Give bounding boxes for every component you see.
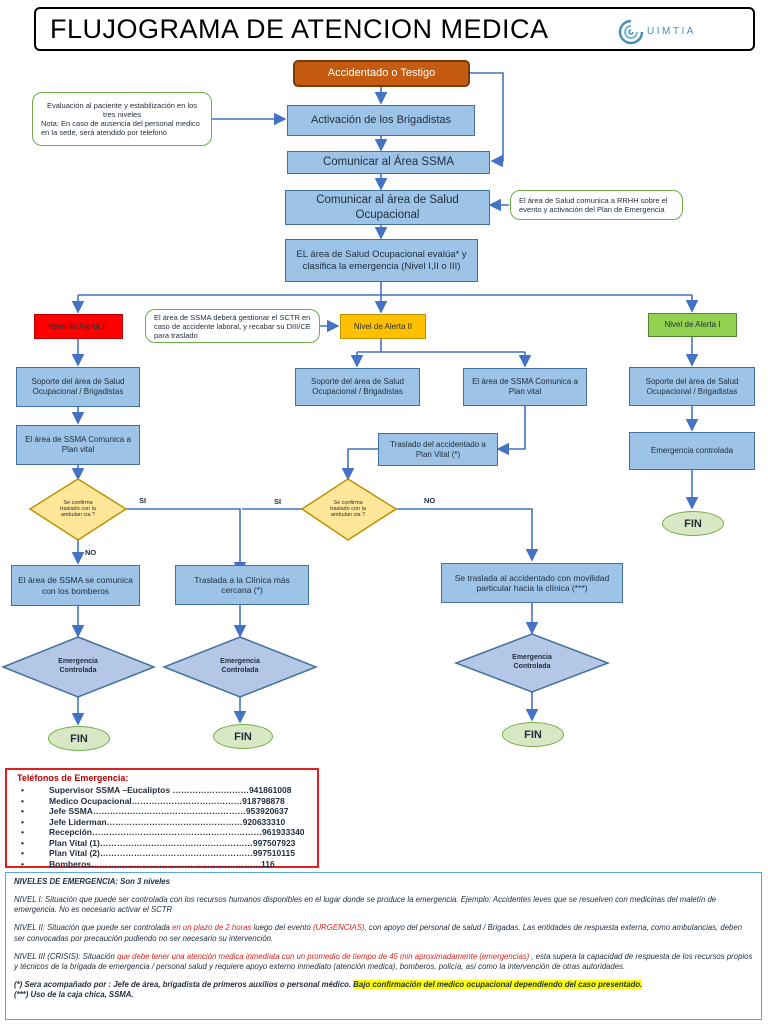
outcome-1-text: Emergencia Controlada: [58, 658, 98, 674]
ssma-box: Comunicar al Área SSMA: [287, 151, 490, 174]
decision-2-text: Se confirma traslado con la ambulan cia …: [330, 499, 366, 519]
level-1-description: NIVEL I: Situación que puede ser control…: [14, 895, 717, 915]
level-2-text-red2: (URGENCIAS): [312, 923, 365, 933]
level-2-text-c: , con apoyo del personal de salud / Brig…: [14, 923, 743, 943]
footnote-1-highlight: Bajo confirmación del medico ocupacional…: [353, 979, 643, 989]
level-3-badge: Nivel de Alerta III: [34, 314, 123, 339]
phone-item: Jefe Liderman…………………………………………920633310: [21, 817, 307, 828]
page-title: FLUJOGRAMA DE ATENCION MEDICA: [50, 14, 549, 44]
decision-diamond-1: [28, 478, 128, 541]
emergency-phones-panel: Teléfonos de Emergencia: Supervisor SSMA…: [5, 768, 319, 869]
level-3-description: NIVEL III (CRISIS): Situación que debe t…: [14, 952, 753, 972]
yes-label-1: SI: [139, 496, 147, 505]
phone-item: Jefe SSMA………………………………………………953920637: [21, 806, 307, 817]
outcome-3-text: Emergencia Controlada: [512, 654, 552, 670]
emergency-levels-panel: NIVELES DE EMERGENCIA: Son 3 niveles NIV…: [5, 872, 762, 1020]
level-3-text-b: , esta supera la capacidad de respuesta …: [14, 951, 753, 971]
levels-heading: NIVELES DE EMERGENCIA: Son 3 niveles: [14, 877, 170, 886]
phone-item: Bomberos……………………………………………………116: [21, 859, 307, 870]
support-box-level2: Soporte del área de Salud Ocupacional / …: [295, 368, 420, 406]
no-label-1: NO: [85, 548, 97, 557]
level-1-badge: Nivel de Alerta I: [648, 313, 737, 337]
controlled-box-level1: Emergencia controlada: [629, 432, 755, 470]
title-box: FLUJOGRAMA DE ATENCION MEDICA UIMTIA: [34, 7, 755, 51]
level-3-text-a: NIVEL III (CRISIS): Situación: [14, 951, 117, 961]
fin-terminal-3: FIN: [502, 722, 564, 747]
footnotes: (*) Sera acompañado por : Jefe de área, …: [14, 979, 753, 1000]
phone-item: Medico Ocupacional…………………………………918798878: [21, 796, 307, 807]
level-2-text-red1: en un plazo de 2 horas: [172, 923, 252, 933]
decision-diamond-2: [300, 478, 398, 541]
plan-vital-box-level2: El área de SSMA Comunica a Plan vital: [463, 368, 587, 406]
footnote-2: (***) Uso de la caja chica, SSMA.: [14, 990, 134, 999]
no-label-2: NO: [424, 496, 436, 505]
phone-item: Recepción……………………………………………………961933340: [21, 827, 307, 838]
footnote-1: (*) Sera acompañado por : Jefe de área, …: [14, 979, 354, 989]
phone-item: Supervisor SSMA –Eucaliptos ………………………941…: [21, 785, 307, 796]
traslado-plan-vital-box: Traslado del accidentado a Plan Vital (*…: [378, 433, 498, 466]
outcome-2-text: Emergencia Controlada: [220, 658, 260, 674]
phones-title: Teléfonos de Emergencia:: [17, 773, 129, 783]
note-evaluation-sub: Nota: En caso de ausencia del personal m…: [41, 119, 200, 137]
note-rrhh: El área de Salud comunica a RRHH sobre e…: [510, 190, 683, 220]
fin-terminal-2: FIN: [213, 724, 273, 749]
outcome-diamond-3: [453, 633, 611, 693]
level-2-description: NIVEL II: Situación que puede ser contro…: [14, 923, 753, 943]
logo-swirl-icon: [618, 19, 644, 45]
level-2-text-b: luego del evento: [251, 923, 313, 933]
particular-box: Se traslada al accidentado con movilidad…: [441, 563, 623, 603]
note-ssma-sctr: El área de SSMA deberá gestionar el SCTR…: [145, 309, 320, 343]
phone-item: Plan Vital (1)………………………………………………99750792…: [21, 838, 307, 849]
clinica-box: Traslada a la Clínica más cercana (*): [175, 565, 309, 605]
plan-vital-box-level3: El área de SSMA Comunica a Plan vital: [16, 425, 140, 465]
outcome-diamond-2: [161, 636, 319, 698]
fin-terminal-1: FIN: [48, 726, 110, 751]
company-logo: UIMTIA: [611, 17, 731, 45]
phone-item: Plan Vital (2)………………………………………………99751011…: [21, 848, 307, 859]
decision-1-text: Se confirma traslado con la ambulan cia …: [60, 499, 96, 519]
level-2-badge: Nivel de Alerta II: [340, 314, 426, 339]
evaluate-box: EL área de Salud Ocupacional evalúa* y c…: [285, 239, 478, 282]
outcome-diamond-1: [0, 636, 157, 698]
logo-text: UIMTIA: [647, 26, 696, 37]
level-3-text-red: que debe tener una atención medica inmed…: [117, 951, 530, 961]
note-evaluation: Evaluación al paciente y estabilización …: [32, 92, 212, 146]
yes-label-2: SI: [274, 497, 282, 506]
support-box-level3: Soporte del área de Salud Ocupacional / …: [16, 367, 140, 407]
level-2-text-a: NIVEL II: Situación que puede ser contro…: [14, 923, 173, 933]
note-evaluation-main: Evaluación al paciente y estabilización …: [46, 101, 198, 119]
fin-terminal-right: FIN: [662, 511, 724, 536]
start-node: Accidentado o Testigo: [293, 60, 470, 87]
bomberos-box: El área de SSMA se comunica con los bomb…: [11, 565, 140, 606]
activation-box: Activación de los Brigadistas: [287, 105, 475, 136]
salud-box: Comunicar al área de Salud Ocupacional: [285, 190, 490, 225]
support-box-level1: Soporte del área de Salud Ocupacional / …: [629, 367, 755, 406]
phones-list: Supervisor SSMA –Eucaliptos ………………………941…: [17, 785, 307, 869]
